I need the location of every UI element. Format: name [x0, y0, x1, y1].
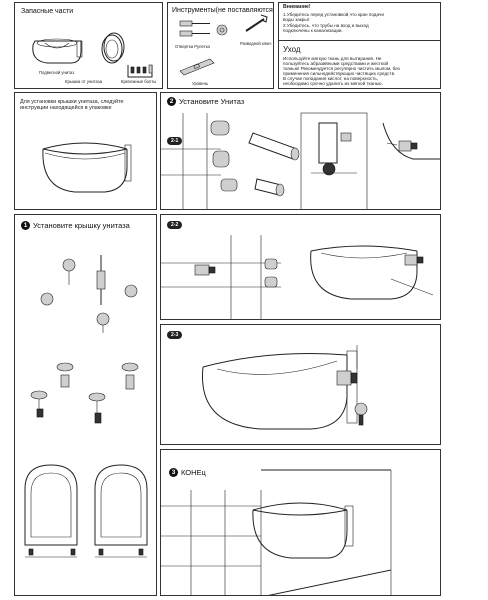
toilet-with-lid-illustration	[42, 142, 132, 193]
step3-title: КОНЕц	[181, 468, 206, 477]
wall-hung-toilet-illustration	[32, 38, 83, 64]
step1-panel: 1 Установите крышку унитаза	[14, 214, 157, 596]
warning-care-panel: Внимание! 1.Убедитесь перед установкой,ч…	[278, 2, 441, 89]
spare-parts-title: Запасные части	[21, 8, 74, 15]
warning-line-1: 1.Убедитесь перед установкой,что кран по…	[283, 12, 384, 17]
step-badge-2-3: 2-3	[167, 331, 183, 339]
step2-3-panel: 2-3	[160, 324, 441, 445]
step2-header: 2 Установите Унитаз	[167, 97, 244, 106]
spare-parts-panel: Запасные части Подвесной унитаз Крышка о…	[14, 2, 163, 89]
screwdriver-icon	[179, 20, 210, 37]
toilet-fixing-detail-illustration	[201, 345, 368, 430]
care-line-5: В случае попадания кислот, на поверхност…	[283, 76, 379, 81]
step2-title: Установите Унитаз	[179, 97, 245, 106]
tools-panel: Инструменты(не поставляются) Отвертка Ру…	[167, 2, 274, 89]
wrench-icon	[245, 14, 268, 32]
care-line-1: Используйте мягкую ткань для вытирания. …	[283, 56, 382, 61]
step-badge-2-2: 2-2	[167, 221, 183, 229]
bolt-detail-illustration	[382, 122, 440, 160]
toilet-lid-illustration	[101, 32, 125, 64]
step-badge-2-1: 2-1	[167, 137, 183, 145]
screwdriver-tape-label: Отвертка Рулетка	[175, 44, 210, 49]
bolts-label: Крепежные болты	[121, 79, 157, 84]
care-line-2: пользуйтесь абразивными средствами и жес…	[283, 61, 389, 66]
step3-header: 3 КОНЕц	[169, 468, 206, 477]
tools-title: Инструменты(не поставляются)	[172, 7, 274, 14]
care-title: Уход	[283, 45, 301, 54]
step2-panel: 2 Установите Унитаз 2-1	[160, 92, 441, 210]
toilet-on-wall-illustration	[310, 245, 434, 300]
step1-number: 1	[21, 221, 30, 230]
lid-hinge-parts-illustration	[30, 255, 139, 424]
wall-mounting-illustration	[161, 235, 281, 319]
step1-header: 1 Установите крышку унитаза	[21, 221, 130, 230]
warning-divider	[279, 40, 440, 41]
step3-panel: 3 КОНЕц	[160, 449, 441, 596]
mounting-frame-illustration	[300, 112, 368, 209]
instructions-line-1: Для установки крышки унитаза, следуйте	[20, 99, 124, 105]
wall-pipes-illustration	[161, 113, 300, 209]
care-line-3: тканью! Рекомендуется регулярно чистить …	[283, 66, 400, 71]
wall-hung-toilet-label: Подвесной унитаз	[39, 70, 75, 75]
bolts-illustration	[127, 64, 153, 78]
instructions-line-2: инструкции находящейся в упаковке	[20, 105, 112, 111]
care-line-6: необходимо срочно удалить их мягкой ткан…	[283, 81, 383, 86]
level-icon	[179, 58, 215, 76]
step2-2-panel: 2-2	[160, 214, 441, 320]
wrench-label: Разводной ключ	[240, 41, 272, 46]
toilet-seat-illustration	[24, 464, 148, 558]
level-label: Уровень	[192, 81, 209, 86]
toilet-lid-label: Крышка от унитаза	[65, 79, 103, 84]
step2-number: 2	[167, 97, 176, 106]
step3-number: 3	[169, 468, 178, 477]
warning-title: Внимание!	[283, 4, 311, 10]
instructions-panel: Для установки крышки унитаза, следуйте и…	[14, 92, 157, 210]
warning-line-4: подключены к канализации.	[283, 28, 343, 33]
warning-line-2: воды закрыт	[283, 17, 310, 22]
step1-title: Установите крышку унитаза	[33, 221, 130, 230]
tape-measure-icon	[216, 24, 228, 36]
care-line-4: применения сильнодействующих чистящих ср…	[283, 71, 396, 76]
finished-installation-illustration	[161, 469, 392, 595]
warning-line-3: 2.Убедитесь, что трубы на вход и выход	[283, 23, 369, 28]
